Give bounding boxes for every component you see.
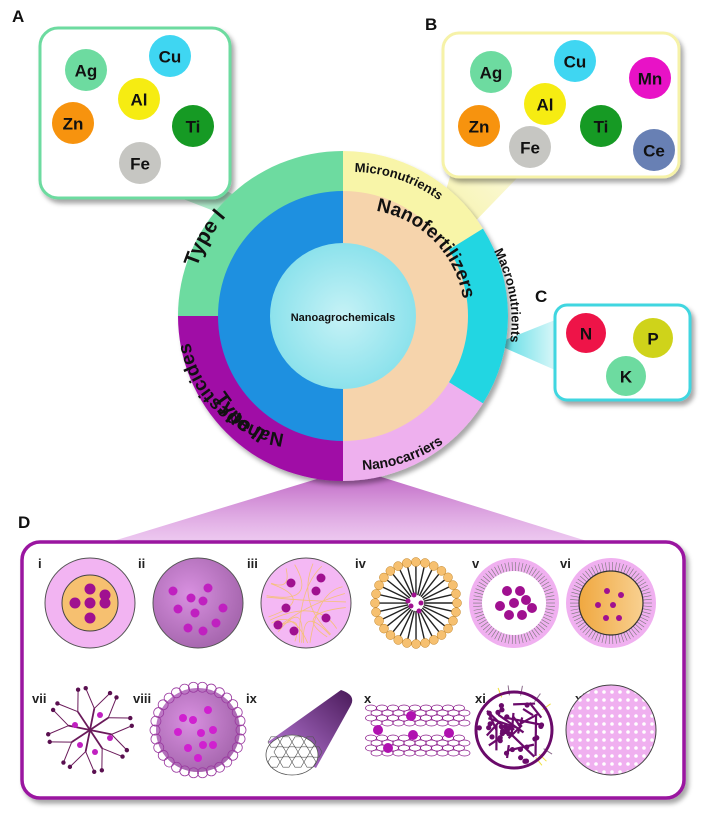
element-symbol: P [647,330,658,349]
element-circle [458,105,500,147]
element-circle [633,129,675,171]
element-zn: Zn [458,105,500,147]
element-circle [149,35,191,77]
nanocarrier-core-shell: i [38,556,136,649]
element-symbol: Ti [186,118,201,137]
element-symbol: N [580,325,592,344]
element-circle [554,40,596,82]
element-circle [65,49,107,91]
ring-segment-type-ii [178,316,343,481]
item-numeral: ii [138,556,145,571]
ring-segment-macronutrients [448,228,508,404]
ring-segment-nanopesticides [218,191,343,441]
ring-segment-type-i [178,151,343,316]
element-circle [118,78,160,120]
center-label: Nanoagrochemicals [291,312,396,324]
panel-a-label: A [12,7,24,26]
item-numeral: xi [475,691,486,706]
element-symbol: Ce [643,142,665,161]
ring-diagram: Nanoagrochemicals Type I Type II Micronu… [174,151,524,481]
element-al: Al [118,78,160,120]
element-symbol: Zn [63,115,84,134]
element-cu: Cu [149,35,191,77]
item-numeral: iv [355,556,367,571]
element-cu: Cu [554,40,596,82]
panel-c: C N PK [535,287,692,402]
element-circle [629,57,671,99]
nanocarrier-polymer-matrix: ii [138,556,244,649]
item-numeral: viii [133,691,151,706]
element-ce: Ce [633,129,675,171]
element-symbol: Fe [130,155,150,174]
element-symbol: Fe [520,139,540,158]
element-ti: Ti [580,105,622,147]
nanocarrier-mesoporous-silica: xii [565,684,657,776]
element-symbol: Ag [480,64,503,83]
element-circle [509,126,551,168]
element-symbol: Ag [75,62,98,81]
element-symbol: Mn [638,70,663,89]
element-ti: Ti [172,105,214,147]
element-mn: Mn [629,57,671,99]
element-circle [633,318,673,358]
nanocarrier-nanotube: ix [246,690,353,776]
element-fe: Fe [509,126,551,168]
element-circle [524,83,566,125]
nanocarrier-graphene-layers: x [364,691,471,757]
element-symbol: Zn [469,118,490,137]
item-numeral: iii [247,556,258,571]
nanocarrier-solid-lipid: vi [560,556,656,648]
panel-b-label: B [425,15,437,34]
element-fe: Fe [119,142,161,184]
nanocarrier-dendrimer: vii [32,686,134,774]
element-symbol: Cu [564,53,587,72]
element-ag: Ag [470,51,512,93]
nanocarrier-hydrogel: iii [247,556,352,649]
element-symbol: K [620,368,633,387]
nanocarrier-polymer-coated: viii [133,681,247,779]
item-numeral: ix [246,691,258,706]
center-circle [270,243,416,389]
element-circle [580,105,622,147]
element-symbol: Cu [159,48,182,67]
element-circle [172,105,214,147]
ring-segment-micronutrients [343,151,483,251]
element-circle [606,356,646,396]
nanocarrier-fullerene: xi [474,685,554,770]
panel-d: D iiiiiiivvviviiviiiixxxixii [18,513,686,800]
item-numeral: vii [32,691,46,706]
nanocarrier-liposome: v [469,556,559,648]
item-numeral: vi [560,556,571,571]
element-circle [52,102,94,144]
element-circle [566,313,606,353]
ring-segment-nanocarriers [343,381,483,481]
element-p: P [633,318,673,358]
item-numeral: x [364,691,372,706]
element-ag: Ag [65,49,107,91]
connector-d [110,475,590,542]
element-symbol: Ti [594,118,609,137]
element-circle [470,51,512,93]
connector-c [505,320,555,370]
element-zn: Zn [52,102,94,144]
element-symbol: Al [131,91,148,110]
element-n: N [566,313,606,353]
element-al: Al [524,83,566,125]
panel-d-label: D [18,513,30,532]
element-k: K [606,356,646,396]
nanocarrier-micelle: iv [355,556,462,649]
ring-segment-nanofertilizers [343,191,468,441]
panel-c-label: C [535,287,547,306]
element-circle [119,142,161,184]
item-numeral: i [38,556,42,571]
item-numeral: v [472,556,480,571]
element-symbol: Al [537,96,554,115]
